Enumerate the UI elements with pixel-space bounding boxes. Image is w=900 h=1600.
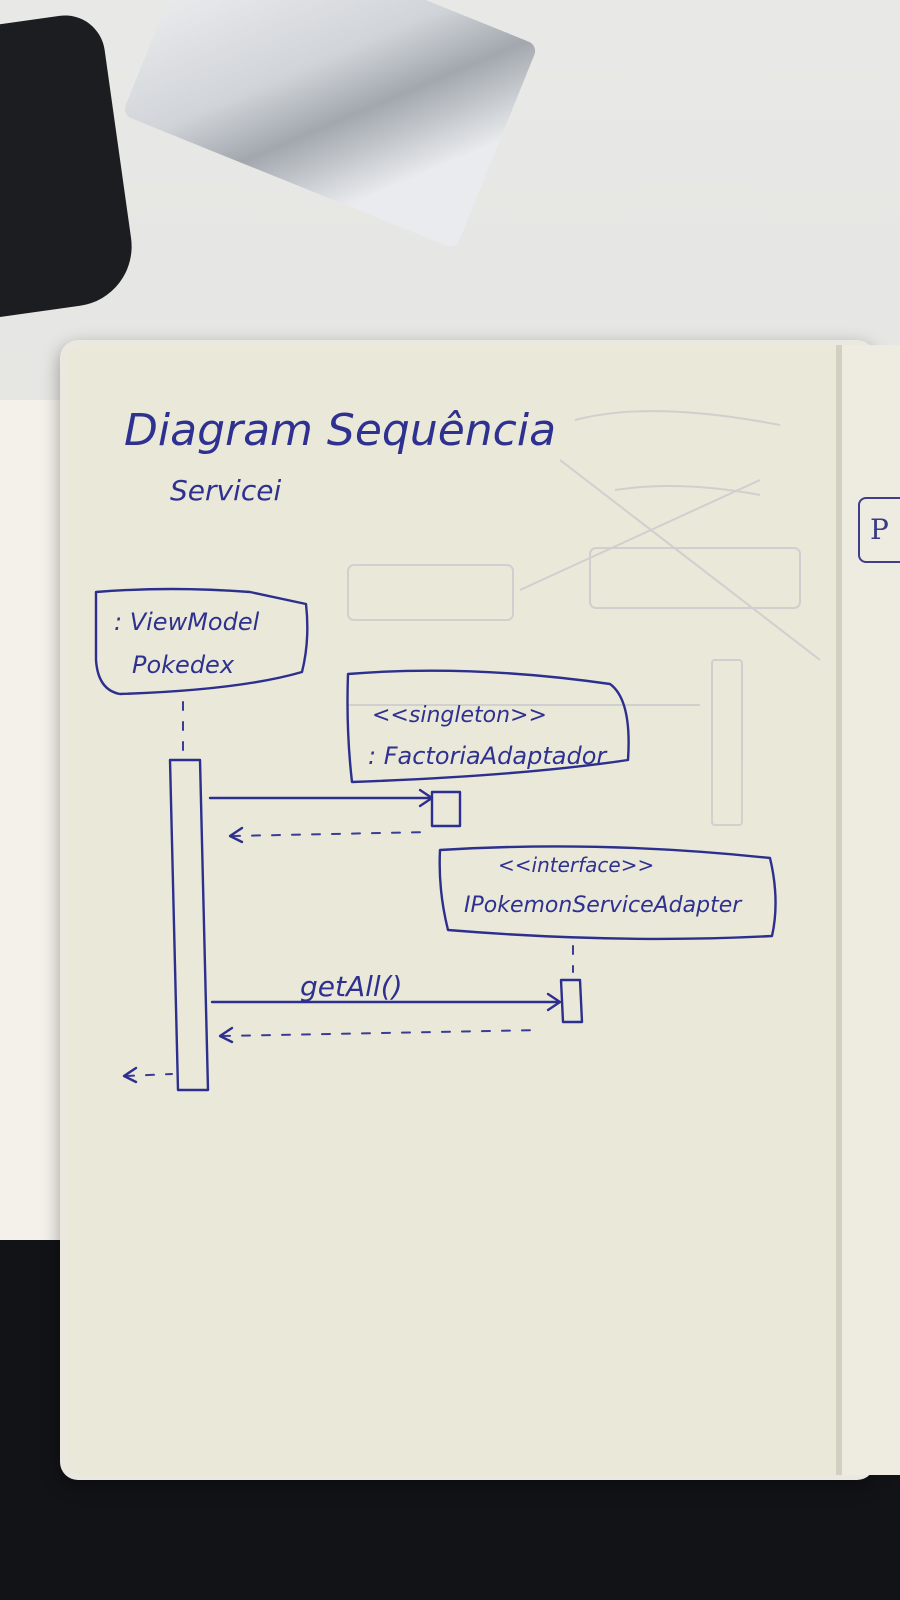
- service-label: IPokemonServiceAdapter: [464, 893, 743, 918]
- service-stereotype: <<interface>>: [498, 853, 654, 877]
- viewmodel-label-line1: : ViewModel: [114, 608, 260, 636]
- factory-activation-bar: [430, 790, 462, 828]
- message-return-getall: [221, 1029, 541, 1037]
- return-arrowhead-getall: [218, 1026, 234, 1044]
- service-activation-bar: [559, 978, 584, 1024]
- message-getall: getAll(): [210, 970, 562, 1012]
- factory-stereotype: <<singleton>>: [372, 703, 547, 728]
- message-getall-label: getAll(): [300, 970, 403, 1003]
- diagram-subtitle: Servicei: [170, 474, 281, 507]
- lifeline-service: <<interface>> IPokemonServiceAdapter: [438, 845, 777, 1024]
- notebook-spine: [836, 345, 842, 1475]
- notebook-right-page: [842, 345, 900, 1475]
- message-create-factory: [208, 788, 434, 808]
- right-page-fragment-box: P: [858, 497, 900, 563]
- viewmodel-return-out: [125, 1073, 173, 1077]
- service-box: [438, 845, 777, 941]
- diagram-title: Diagram Sequência: [124, 405, 556, 456]
- factory-box: [346, 669, 630, 784]
- viewmodel-label-line2: Pokedex: [132, 651, 235, 679]
- return-arrowhead-out: [122, 1066, 138, 1084]
- viewmodel-box: [94, 587, 309, 696]
- lifeline-factory: <<singleton>> : FactoriaAdaptador: [346, 669, 630, 828]
- right-page-fragment-text: P: [870, 513, 889, 546]
- factory-label: : FactoriaAdaptador: [368, 742, 608, 770]
- viewmodel-activation-bar: [168, 758, 210, 1092]
- message-return-factory: [231, 831, 431, 837]
- return-arrowhead-factory: [228, 826, 244, 844]
- lifeline-viewmodel: : ViewModel Pokedex: [94, 587, 309, 1092]
